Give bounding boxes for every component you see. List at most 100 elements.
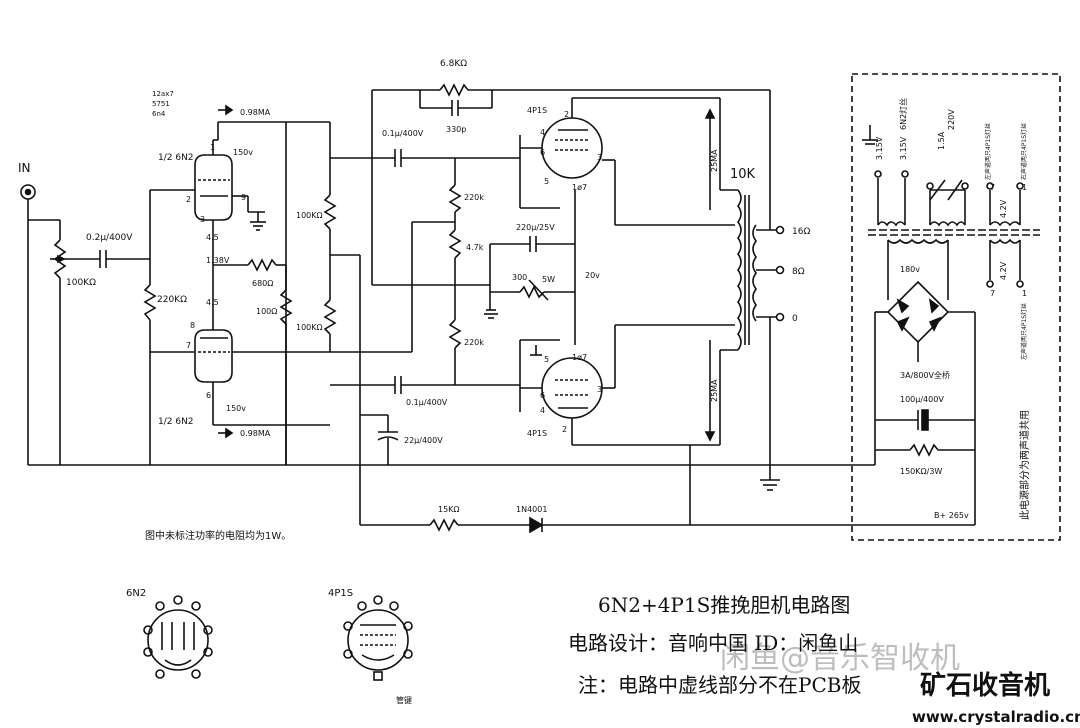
- ps-6n2-fil: 6N2灯丝: [898, 98, 908, 130]
- current-bottom-label: 0.98MA: [240, 429, 271, 438]
- ps-fuse: 1.5A: [937, 131, 946, 150]
- ps-220v: 220V: [947, 109, 956, 130]
- transformer-label: 10K: [730, 167, 756, 182]
- title-note: 注：电路中虚线部分不在PCB板: [578, 673, 861, 697]
- r-220k-top-label: 220k: [464, 193, 484, 202]
- tap-16-label: 16Ω: [792, 227, 810, 237]
- pwr-pin-17-top: 1ø7: [572, 183, 587, 192]
- r-plate-bottom-label: 100KΩ: [296, 323, 323, 332]
- pin-6-label: 6: [206, 391, 211, 400]
- ps-left-fil-top: 左声道两只4P1S灯丝: [984, 123, 992, 180]
- r-300-label: 300: [512, 273, 527, 282]
- pwr-pin-6-bottom: 6: [540, 391, 545, 400]
- ps-bridge: 3A/800V全桥: [900, 370, 950, 380]
- current-25-top-label: 25MA: [710, 149, 719, 172]
- input-jack: [20, 184, 36, 465]
- watermark-url: www.crystalradio.cn: [912, 708, 1080, 726]
- note-power-label: 图中未标注功率的电阻均为1W。: [145, 529, 291, 542]
- ground-6n2: [248, 211, 266, 231]
- pinout-6n2-label: 6N2: [126, 588, 146, 599]
- volt-bottom-label: 150v: [226, 404, 246, 413]
- ps-42v-b: 4.2V: [999, 261, 1008, 280]
- r-grid-label: 220KΩ: [157, 295, 187, 305]
- tube-half-bottom-label: 1/2 6N2: [158, 417, 194, 427]
- ps-315v-a: 3.15V: [875, 136, 884, 160]
- output-transformer: [719, 98, 757, 445]
- volt-20-label: 20v: [585, 271, 600, 280]
- tap-8-label: 8Ω: [792, 267, 805, 277]
- pot-input-label: 100KΩ: [66, 278, 96, 288]
- cap-cathode-label: 220μ/25V: [516, 223, 555, 232]
- pin-7-label: 7: [186, 341, 191, 350]
- diode-label: 1N4001: [516, 505, 547, 514]
- pinout-4p1s: [343, 595, 413, 681]
- tube-6n2-top: [150, 139, 249, 240]
- current-top-label: 0.98MA: [240, 108, 271, 117]
- ps-left-fil-bot: 左声道两只4P1S灯丝: [1020, 303, 1028, 360]
- cap-input-label: 0.2μ/400V: [86, 233, 133, 243]
- input-label: IN: [18, 161, 31, 175]
- tap-0-label: 0: [792, 314, 798, 324]
- pinout-4p1s-label: 4P1S: [328, 588, 353, 599]
- pin-45-top-label: 4.5: [206, 233, 219, 242]
- ps-1b: 1: [1022, 289, 1027, 298]
- pwr-pin-4-top: 4: [540, 128, 545, 137]
- tube-type-1: 12ax7: [152, 90, 174, 98]
- pwr-pin-3-top: 3: [597, 153, 602, 162]
- r-feedback-label: 6.8KΩ: [440, 59, 467, 69]
- pin-45-bottom-label: 4.5: [206, 298, 219, 307]
- watermark-brand: 矿石收音机: [920, 670, 1050, 701]
- bridge-rectifier: [886, 280, 950, 344]
- r-15k-label: 15KΩ: [438, 505, 460, 514]
- r-220k-bottom-label: 220k: [464, 338, 484, 347]
- watermark-text: 闲鱼@音乐智收机: [720, 641, 960, 676]
- power-supply-box: [851, 73, 1061, 541]
- cap-couple-top-label: 0.1μ/400V: [382, 129, 424, 138]
- tube-6n2-bottom: [150, 305, 233, 402]
- title-main: 6N2+4P1S推挽胆机电路图: [598, 593, 850, 617]
- volt-cathode-label: 1.38V: [206, 256, 230, 265]
- power-tube-bottom-label: 4P1S: [527, 429, 547, 438]
- pinout-6n2: [143, 595, 213, 679]
- power-tube-top-label: 4P1S: [527, 106, 547, 115]
- tube-half-top-label: 1/2 6N2: [158, 153, 194, 163]
- pin-3-label: 3: [200, 215, 205, 224]
- pin-2-label: 2: [186, 195, 191, 204]
- pwr-pin-17-bottom: 1ø7: [572, 353, 587, 362]
- ps-right-fil-top: 右声道两只4P1S灯丝: [1020, 123, 1028, 180]
- ps-7b: 7: [990, 289, 995, 298]
- pwr-pin-2-top: 2: [564, 110, 569, 119]
- input-pot: [28, 219, 67, 465]
- pwr-pin-5-top: 5: [544, 177, 549, 186]
- pin-8-label: 8: [190, 321, 195, 330]
- pin-1-label: 1: [210, 143, 215, 152]
- pin-9-label: 9: [241, 193, 246, 202]
- ps-bleeder: 150KΩ/3W: [900, 467, 942, 476]
- ps-42v-a: 4.2V: [999, 199, 1008, 218]
- ps-7a: 7: [990, 183, 995, 192]
- r-100-label: 100Ω: [256, 307, 277, 316]
- tube-4p1s-top: [520, 98, 603, 179]
- pwr-pin-3-bottom: 3: [597, 385, 602, 394]
- volt-top-label: 150v: [233, 148, 253, 157]
- ps-cap: 100μ/400V: [900, 395, 944, 404]
- cap-couple-bottom-label: 0.1μ/400V: [406, 398, 448, 407]
- c-feedback-label: 330p: [446, 125, 466, 134]
- ps-bplus: B+ 265v: [934, 511, 969, 520]
- tube-type-3: 6n4: [152, 110, 166, 118]
- pwr-pin-5-bottom: 5: [544, 355, 549, 364]
- pwr-pin-4-bottom: 4: [540, 406, 545, 415]
- tube-type-2: 5751: [152, 100, 170, 108]
- ps-shared: 此电源部分为两声道共用: [1018, 410, 1031, 520]
- r-680-label: 680Ω: [252, 279, 273, 288]
- pwr-pin-2-bottom: 2: [562, 425, 567, 434]
- r-5w-label: 5W: [542, 275, 555, 284]
- r-plate-top-label: 100KΩ: [296, 211, 323, 220]
- title-design: 电路设计：音响中国 ID：闲鱼山: [568, 631, 858, 655]
- ps-315v-b: 3.15V: [899, 136, 908, 160]
- tube-4p1s-bottom: [520, 357, 603, 445]
- ps-180v: 180v: [900, 265, 920, 274]
- pinout-key-label: 管键: [396, 695, 412, 705]
